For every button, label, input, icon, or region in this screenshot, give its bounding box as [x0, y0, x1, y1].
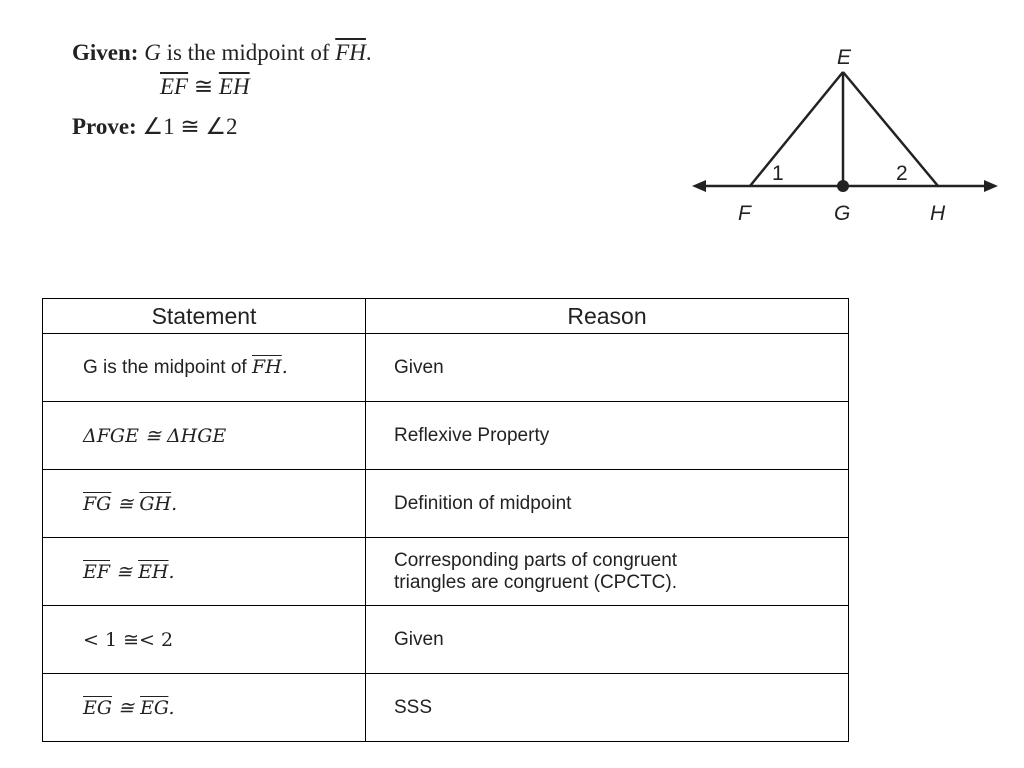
header-reason: Reason — [365, 298, 849, 334]
given-line-1: Given: G is the midpoint of FH. — [72, 40, 372, 65]
segment-ef — [749, 71, 844, 187]
reason-cell: Given — [365, 333, 849, 402]
statement-cell: EG ≅ EG. — [42, 673, 366, 742]
label-g: G — [834, 202, 850, 225]
reason-cell: Definition of midpoint — [365, 469, 849, 538]
table-row: ΔFGE ≅ ΔHGE Reflexive Property — [42, 401, 849, 470]
prove-line: Prove: ∠1 ≅ ∠2 — [72, 114, 238, 139]
reason-cell: Given — [365, 605, 849, 674]
reason-cell: SSS — [365, 673, 849, 742]
reason-cell: Reflexive Property — [365, 401, 849, 470]
header-statement: Statement — [42, 298, 366, 334]
arrow-left-icon — [692, 180, 706, 192]
statement-cell: < 1 ≅< 2 — [42, 605, 366, 674]
given-prove-block: Given: G is the midpoint of FH. EF ≅ EH … — [72, 36, 372, 144]
statement-cell: G is the midpoint of FH. — [42, 333, 366, 402]
statement-cell: FG ≅ GH. — [42, 469, 366, 538]
angle-2-label: 2 — [896, 162, 908, 185]
segment-eh — [842, 71, 939, 187]
statement-cell: ΔFGE ≅ ΔHGE — [42, 401, 366, 470]
triangle-figure: E F G H 1 2 — [692, 46, 998, 225]
label-e: E — [837, 46, 852, 69]
label-f: F — [738, 202, 752, 225]
table-header: Statement Reason — [42, 298, 849, 334]
table-row: < 1 ≅< 2 Given — [42, 605, 849, 674]
proof-table: Statement Reason G is the midpoint of FH… — [42, 298, 849, 742]
angle-1-label: 1 — [772, 162, 784, 185]
point-g — [837, 180, 849, 192]
given-line-2: EF ≅ EH — [160, 74, 250, 99]
label-h: H — [930, 202, 946, 225]
table-row: EG ≅ EG. SSS — [42, 673, 849, 742]
table-row: G is the midpoint of FH. Given — [42, 333, 849, 402]
statement-cell: EF ≅ EH. — [42, 537, 366, 606]
table-row: EF ≅ EH. Corresponding parts of congruen… — [42, 537, 849, 606]
table-row: FG ≅ GH. Definition of midpoint — [42, 469, 849, 538]
arrow-right-icon — [984, 180, 998, 192]
